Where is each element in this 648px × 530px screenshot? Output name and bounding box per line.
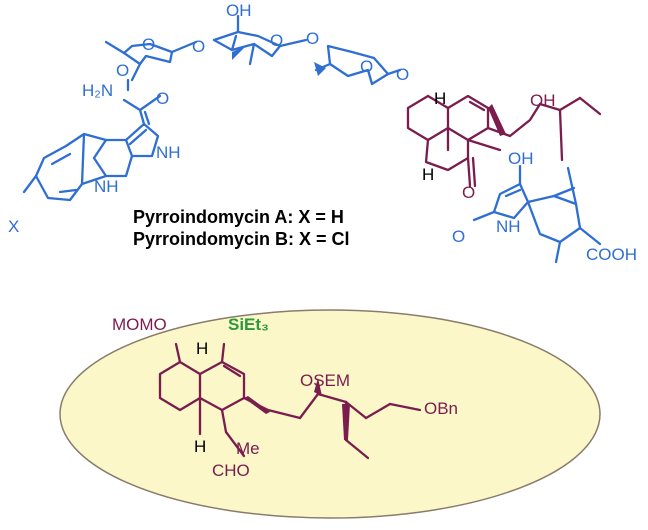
h-top-int-label: H — [196, 339, 208, 358]
intermediate-highlight-ellipse — [59, 309, 601, 519]
cho-label: CHO — [212, 461, 250, 480]
o-lactam-label: O — [452, 227, 465, 246]
nh-pyrrole-label: NH — [156, 143, 181, 162]
caption-pyrroindomycin-a: Pyrroindomycin A: X = H — [133, 207, 344, 227]
o-ring1-label: O — [142, 35, 155, 54]
wedge-bond — [314, 62, 326, 76]
obn-label: OBn — [424, 399, 458, 418]
nh-indole-label: NH — [94, 177, 119, 196]
decalin-fragment — [406, 94, 602, 188]
intermediate-labels: MOMO H SiEt₃ OSEM OBn H Me CHO — [112, 315, 458, 480]
o-ketone-label: O — [462, 183, 475, 202]
caption-pyrroindomycin-b: Pyrroindomycin B: X = Cl — [133, 229, 350, 249]
h-bottom-int-label: H — [194, 437, 206, 456]
o-link2-label: O — [306, 29, 319, 48]
h-top-label: H — [434, 89, 446, 108]
o-carbamate-label: O — [116, 61, 129, 80]
oh-tetramate-label: OH — [508, 149, 534, 168]
h2n-label: H₂N — [82, 81, 113, 100]
wedge-bond — [232, 46, 246, 60]
osem-label: OSEM — [300, 371, 350, 390]
oh-sugar-label: OH — [226, 1, 252, 20]
o-link3-label: O — [396, 65, 409, 84]
tetramate-fragment — [472, 164, 602, 264]
sugar-and-indole-fragment — [22, 14, 402, 202]
nh-lactam-label: NH — [496, 217, 521, 236]
x-substituent-label: X — [8, 217, 19, 236]
wedge-bond — [488, 104, 506, 136]
o-carbonyl-label: O — [156, 89, 169, 108]
me-label: Me — [236, 439, 260, 458]
h-bottom-label: H — [422, 165, 434, 184]
intermediate-skeleton — [158, 342, 422, 460]
natural-product-labels: OH O O O O O O O H₂N O NH NH X H H OH OH… — [8, 1, 637, 264]
cooh-label: COOH — [586, 245, 637, 264]
momo-label: MOMO — [112, 315, 167, 334]
sieta-label: SiEt₃ — [228, 315, 269, 334]
wedge-bond — [314, 378, 322, 396]
wedge-bond — [244, 396, 270, 414]
o-ring2-label: O — [270, 31, 283, 50]
o-link1-label: O — [192, 37, 205, 56]
wedge-bond — [342, 404, 350, 440]
oh-macro-label: OH — [530, 91, 556, 110]
o-ring3-label: O — [360, 57, 373, 76]
